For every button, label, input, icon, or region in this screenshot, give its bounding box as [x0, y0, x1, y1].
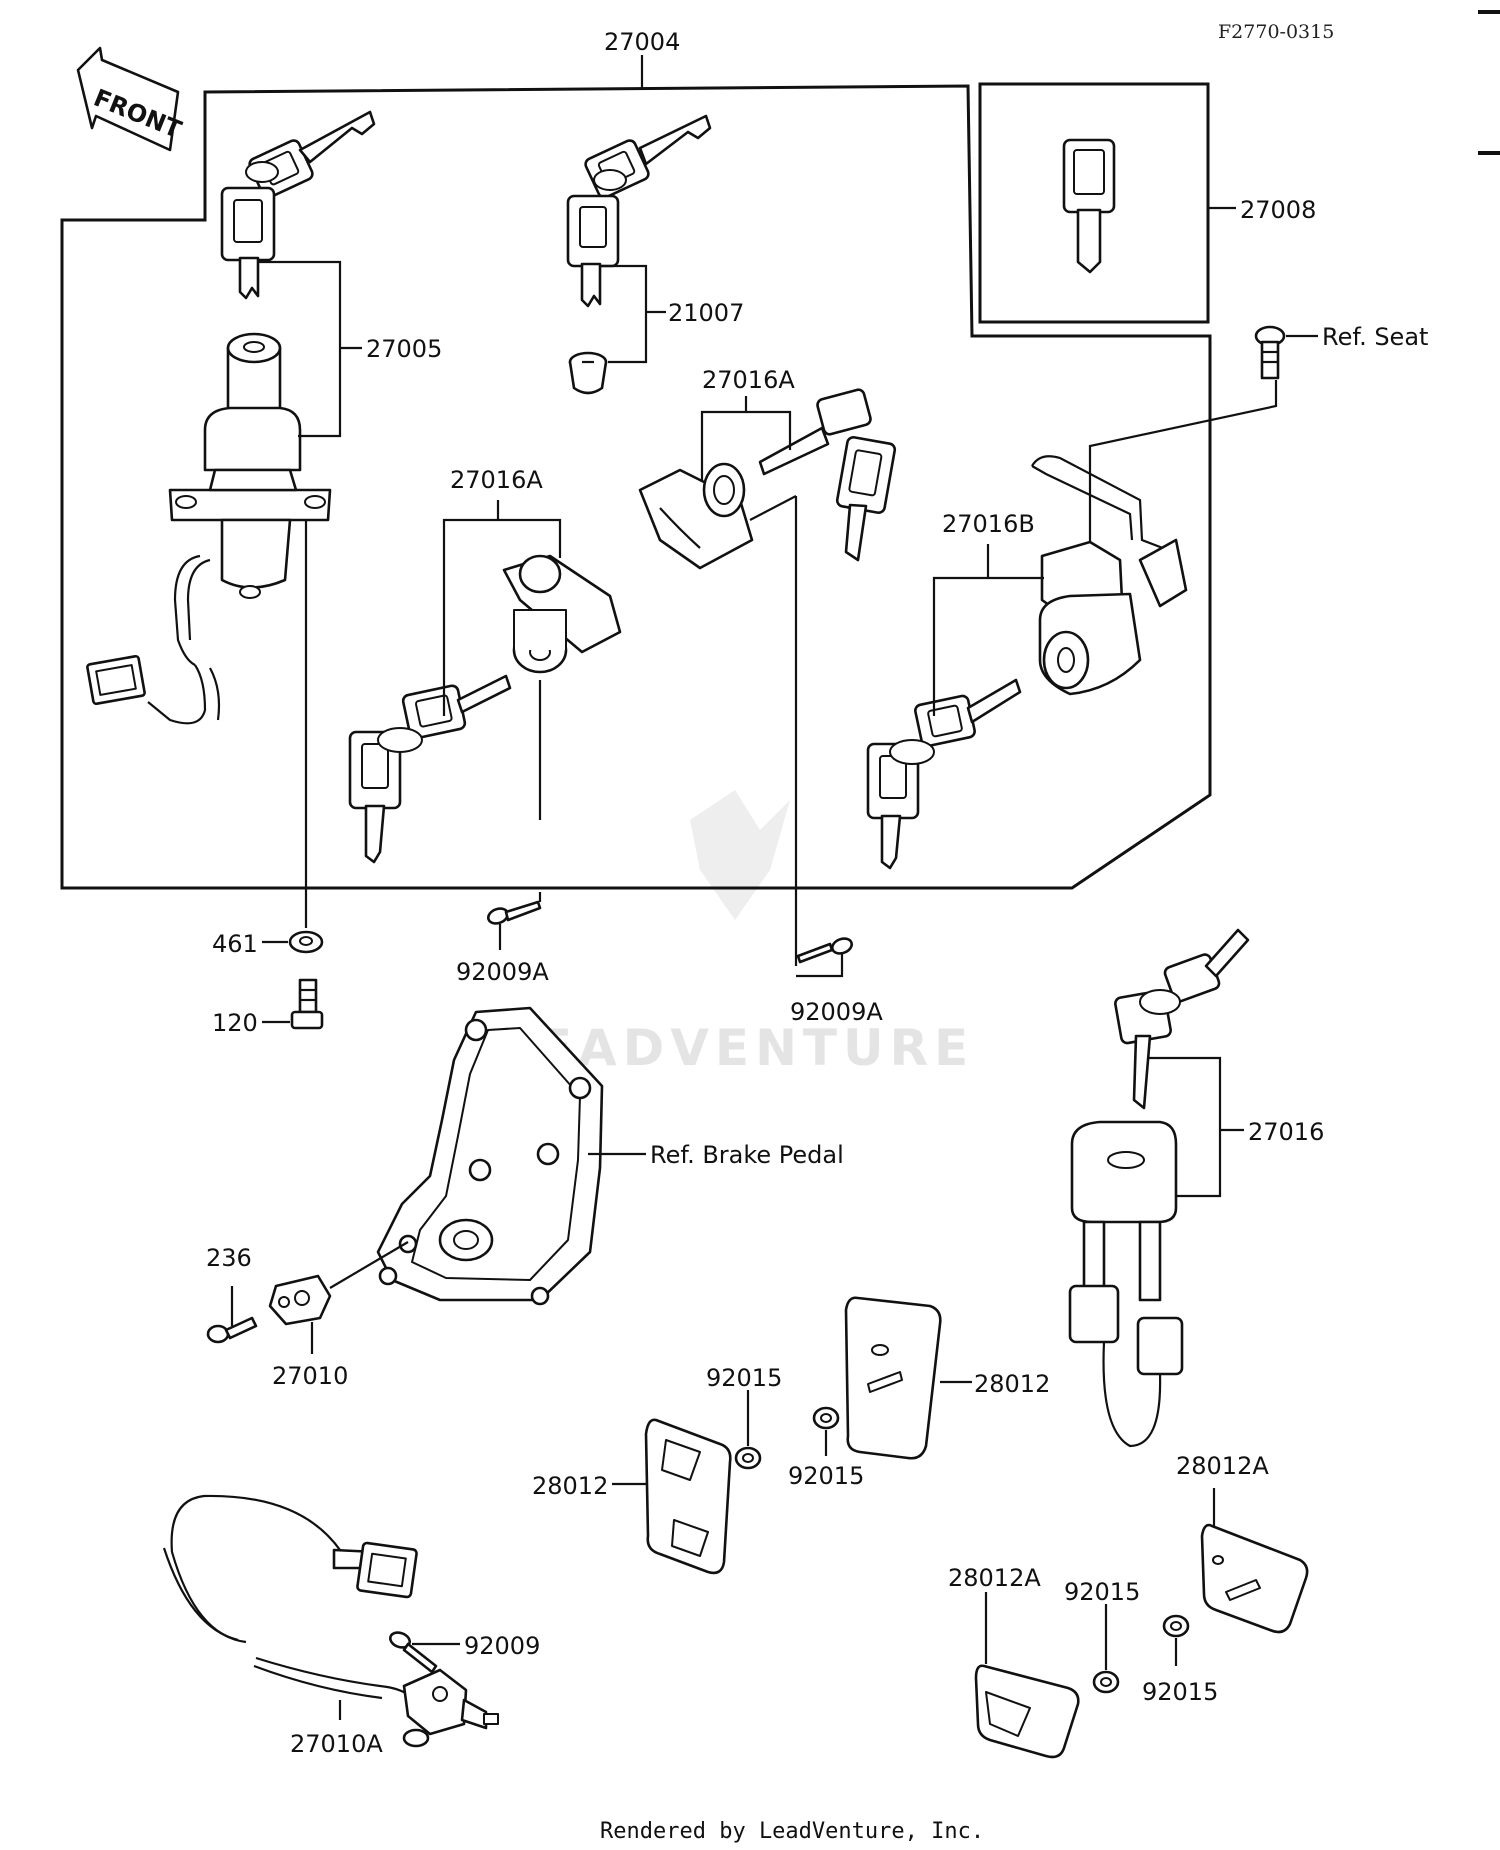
- keys-27016: [1114, 928, 1250, 1110]
- blank-key-27008: [1062, 138, 1116, 274]
- drawing-code: F2770-0315: [1218, 21, 1334, 43]
- nut-92015-c: [1092, 1670, 1120, 1694]
- callout-28012-upper: 28012: [974, 1370, 1050, 1398]
- reflector-28012A-left: [974, 1664, 1080, 1759]
- ignition-switch-27005: [168, 332, 332, 599]
- brake-switch-27010: [268, 1274, 332, 1326]
- key-cylinder-cap-21007: [568, 351, 608, 395]
- switch-27010A-harness: [162, 1494, 418, 1700]
- callout-28012A-right: 28012A: [1176, 1452, 1269, 1480]
- reflector-28012-lower: [644, 1418, 732, 1575]
- callout-27008: 27008: [1240, 196, 1316, 224]
- bolt-120: [290, 978, 324, 1030]
- screw-236: [206, 1316, 258, 1344]
- callout-27010A: 27010A: [290, 1730, 383, 1758]
- switch-27010A-body: [402, 1668, 499, 1748]
- callout-27005: 27005: [366, 335, 442, 363]
- washer-461: [288, 930, 324, 954]
- callout-ref-seat: Ref. Seat: [1322, 323, 1428, 351]
- callout-92015-a: 92015: [706, 1364, 782, 1392]
- footer-credit: Rendered by LeadVenture, Inc.: [600, 1819, 984, 1844]
- callout-92015-c: 92015: [1064, 1578, 1140, 1606]
- watermark: LEADVENTURE: [500, 790, 968, 1077]
- callout-27016A-upper: 27016A: [702, 366, 795, 394]
- seat-lock-27016A-lower: [502, 554, 622, 674]
- callout-92009: 92009: [464, 1632, 540, 1660]
- callout-92015-d: 92015: [1142, 1678, 1218, 1706]
- callout-21007: 21007: [668, 299, 744, 327]
- brake-pedal-bracket: [376, 1006, 604, 1306]
- seat-lock-27016B: [1031, 455, 1188, 696]
- callout-27004: 27004: [604, 28, 680, 56]
- nut-92015-d: [1162, 1614, 1190, 1638]
- callout-92015-b: 92015: [788, 1462, 864, 1490]
- screw-92009: [389, 1631, 438, 1674]
- screw-92009A-left: [487, 900, 542, 925]
- callout-28012A-left: 28012A: [948, 1564, 1041, 1592]
- kit-boundary-27004: [60, 84, 1212, 890]
- front-arrow-icon: FRONT: [76, 46, 186, 152]
- callout-120: 120: [212, 1009, 258, 1037]
- callout-236: 236: [206, 1244, 252, 1272]
- reflector-28012A-right: [1200, 1523, 1309, 1634]
- ignition-wiring-harness: [86, 554, 221, 725]
- keys-27016A-lower: [348, 674, 512, 864]
- screw-92009A-right: [796, 937, 853, 964]
- helmet-lock-27016: [1068, 1120, 1184, 1448]
- callout-461: 461: [212, 930, 258, 958]
- ignition-keys-27005: [220, 110, 376, 300]
- callout-27016A-lower: 27016A: [450, 466, 543, 494]
- callout-92009A-right: 92009A: [790, 998, 883, 1026]
- callout-27016: 27016: [1248, 1118, 1324, 1146]
- callout-28012-lower: 28012: [532, 1472, 608, 1500]
- callout-27016B: 27016B: [942, 510, 1035, 538]
- callout-ref-brake-pedal: Ref. Brake Pedal: [650, 1141, 844, 1169]
- seat-lock-27016A-upper: [638, 462, 754, 570]
- keys-27016A-upper: [758, 388, 897, 562]
- nut-92015-a: [734, 1446, 762, 1470]
- callout-27010: 27010: [272, 1362, 348, 1390]
- keys-27016B: [866, 678, 1022, 870]
- key-set-21007: [566, 114, 712, 308]
- seat-screw: [1254, 325, 1286, 380]
- callout-92009A-left: 92009A: [456, 958, 549, 986]
- reflector-28012-upper: [844, 1296, 942, 1460]
- nut-92015-b: [812, 1406, 840, 1430]
- kit-boundary-27008: [978, 82, 1210, 324]
